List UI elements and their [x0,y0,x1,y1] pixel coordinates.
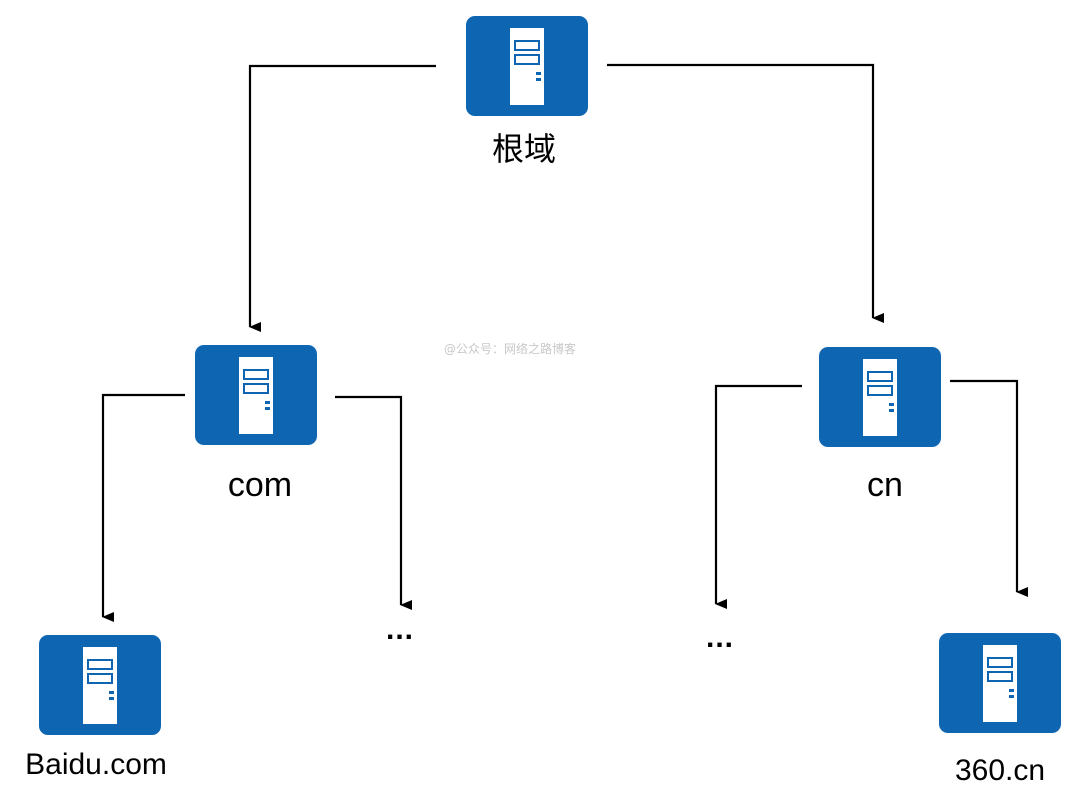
server-icon [983,645,1017,722]
com-more-ellipsis: ... [385,613,415,646]
connector-cn-to-360 [950,379,1028,597]
server-icon [239,357,273,434]
baidu-label: Baidu.com [25,748,167,781]
three60-label: 360.cn [954,754,1046,787]
server-icon [863,359,897,436]
root-server-node [466,16,588,116]
connector-com-to-more [335,395,412,610]
baidu-server-node [39,635,161,735]
com-server-node [195,345,317,445]
cn-server-node [819,347,941,447]
server-icon [83,647,117,724]
root-label: 根域 [491,130,557,168]
server-icon [510,28,544,105]
watermark-text: @公众号：网络之路博客 [444,342,577,356]
connector-root-to-com [248,64,436,332]
connector-root-to-cn [607,63,884,323]
cn-more-ellipsis: ... [705,621,735,654]
cn-label: cn [867,466,903,504]
com-label: com [227,466,293,504]
three60-server-node [939,633,1061,733]
connector-com-to-baidu [101,393,185,622]
connector-cn-to-more [714,384,802,609]
